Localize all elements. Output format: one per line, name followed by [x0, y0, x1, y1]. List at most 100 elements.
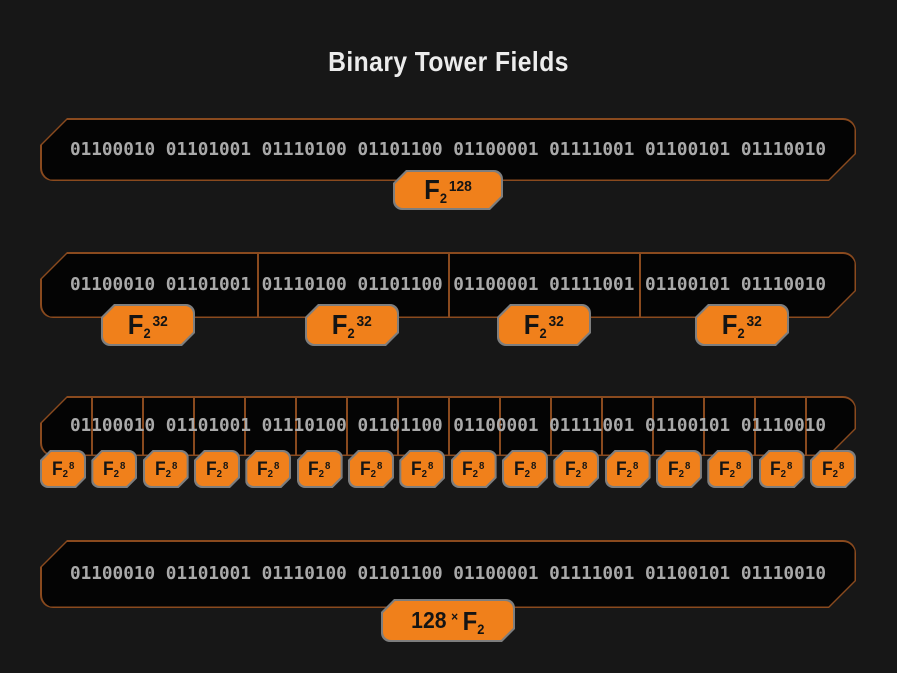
field-subscript: 2	[347, 325, 355, 341]
field-exponent: 8	[838, 459, 845, 472]
field-subscript: 2	[439, 190, 448, 206]
field-symbol: F	[331, 309, 348, 340]
cell-divider	[91, 398, 93, 455]
field-symbol: F	[51, 458, 63, 480]
field-symbol: F	[770, 458, 782, 480]
field-subscript: 2	[319, 467, 325, 480]
cell-divider	[499, 398, 501, 455]
field-label-f2-8: F 2 8	[143, 450, 189, 488]
field-symbol: F	[154, 458, 166, 480]
field-exponent: 32	[746, 312, 763, 330]
cell-divider	[244, 398, 246, 455]
field-label-f2-8: F 2 8	[656, 450, 702, 488]
field-symbol: F	[616, 458, 628, 480]
field-symbol: F	[513, 458, 525, 480]
field-subscript: 2	[627, 467, 633, 480]
field-label-f2-8: F 2 8	[502, 450, 548, 488]
cell-divider	[397, 398, 399, 455]
field-exponent: 8	[274, 459, 280, 472]
field-subscript: 2	[370, 467, 376, 480]
field-label-f2-32: F 2 32	[101, 304, 195, 346]
f2-8-badge-row: F 2 8 F 2 8 F 2 8 F 2 8 F	[40, 450, 856, 488]
cell-divider	[550, 398, 552, 455]
field-subscript: 2	[781, 467, 787, 480]
field-label-f2-8: F 2 8	[553, 450, 599, 488]
field-symbol: F	[127, 309, 144, 340]
field-exponent: 8	[530, 459, 537, 472]
field-symbol: F	[103, 458, 114, 480]
field-label-f2-8: F 2 8	[759, 450, 805, 488]
field-symbol: F	[308, 458, 320, 480]
cell-divider	[754, 398, 756, 455]
cell-divider	[346, 398, 348, 455]
field-subscript: 2	[477, 620, 485, 637]
field-label-f2-8: F 2 8	[399, 450, 445, 488]
field-exponent: 32	[152, 312, 169, 330]
field-label-f2-8: F 2 8	[40, 450, 86, 488]
field-label-f2-8: F 2 8	[605, 450, 651, 488]
field-symbol: F	[411, 458, 422, 480]
cell-divider	[601, 398, 603, 455]
field-label-f2-8: F 2 8	[297, 450, 343, 488]
field-label-f2-8: F 2 8	[810, 450, 856, 488]
field-subscript: 2	[267, 467, 274, 480]
cell-divider	[257, 254, 259, 317]
field-label-f2-8: F 2 8	[91, 450, 137, 488]
field-label-f2-8: F 2 8	[194, 450, 240, 488]
field-exponent: 8	[684, 459, 691, 472]
field-symbol: F	[257, 458, 268, 480]
field-subscript: 2	[729, 467, 736, 480]
cell-divider	[295, 398, 297, 455]
field-exponent: 8	[633, 459, 639, 472]
field-symbol: F	[821, 458, 833, 480]
cell-divider	[193, 398, 195, 455]
field-symbol: F	[719, 458, 730, 480]
cell-divider	[142, 398, 144, 455]
field-subscript: 2	[678, 467, 684, 480]
field-subscript: 2	[165, 467, 171, 480]
diagram-title: Binary Tower Fields	[328, 46, 569, 77]
binary-string-row3: 01100010 01101001 01110100 01101100 0110…	[69, 416, 827, 436]
field-symbol: F	[462, 458, 474, 480]
field-label-f2-8: F 2 8	[348, 450, 394, 488]
field-subscript: 2	[421, 467, 428, 480]
binary-string-row4: 01100010 01101001 01110100 01101100 0110…	[69, 564, 827, 584]
cell-divider	[652, 398, 654, 455]
field-subscript: 2	[62, 467, 68, 480]
field-subscript: 2	[737, 325, 745, 341]
field-exponent: 8	[428, 459, 434, 472]
field-exponent: 8	[68, 459, 75, 472]
field-exponent: 8	[325, 459, 331, 472]
field-exponent: 8	[120, 459, 126, 472]
binary-string-row2: 01100010 01101001 01110100 01101100 0110…	[69, 275, 827, 295]
field-symbol: F	[359, 458, 371, 480]
field-symbol: F	[667, 458, 679, 480]
field-symbol: F	[721, 309, 738, 340]
cell-divider	[639, 254, 641, 317]
field-exponent: 32	[356, 312, 373, 330]
field-exponent: 32	[548, 312, 565, 330]
field-label-f2-8: F 2 8	[707, 450, 753, 488]
field-subscript: 2	[539, 325, 547, 341]
field-exponent: 8	[582, 459, 588, 472]
field-symbol: F	[424, 174, 440, 205]
field-label-f2-32: F 2 32	[497, 304, 591, 346]
field-exponent: 8	[479, 459, 485, 472]
field-subscript: 2	[113, 467, 120, 480]
field-subscript: 2	[143, 325, 151, 341]
field-symbol: F	[205, 458, 217, 480]
field-exponent: 8	[171, 459, 177, 472]
field-symbol: F	[462, 605, 478, 636]
cell-divider	[448, 254, 450, 317]
field-symbol: F	[565, 458, 576, 480]
field-label-f2-128: F 2 128	[393, 170, 503, 210]
field-exponent: 8	[222, 459, 229, 472]
field-label-f2-32: F 2 32	[695, 304, 789, 346]
cell-divider	[448, 398, 450, 455]
cell-divider	[703, 398, 705, 455]
field-exponent: 8	[376, 459, 383, 472]
field-exponent: 128	[448, 177, 472, 195]
cell-divider	[805, 398, 807, 455]
coefficient: 128	[411, 607, 447, 633]
